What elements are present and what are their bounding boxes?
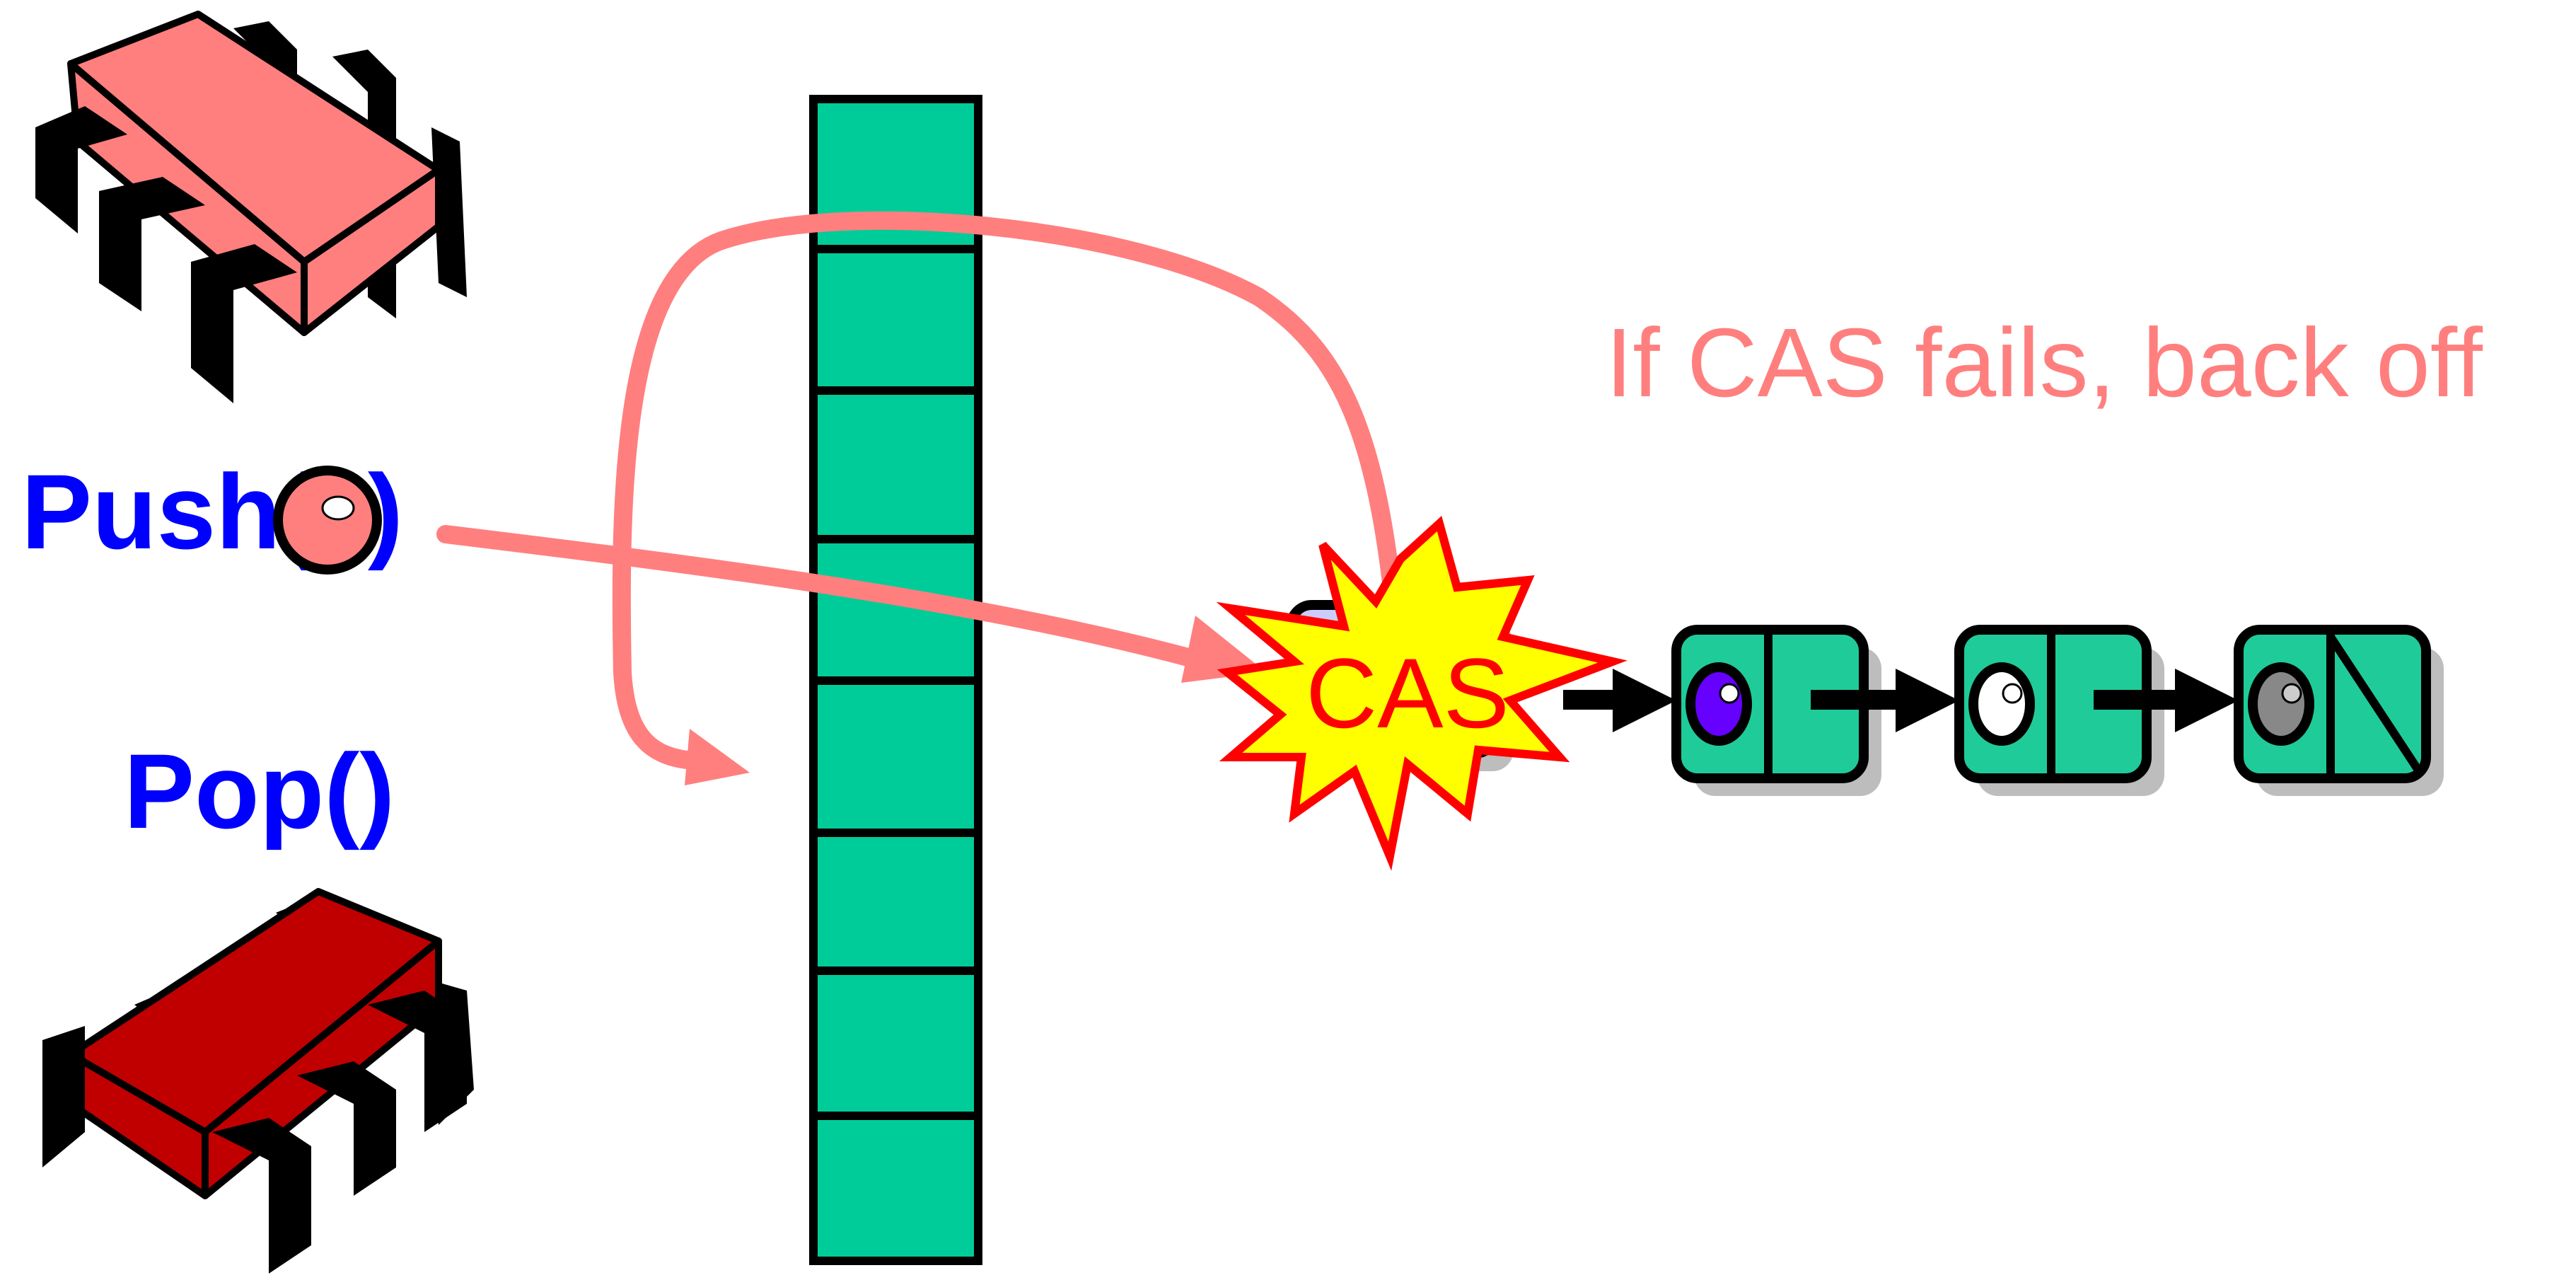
stack-node: [2234, 625, 2444, 796]
array-slot: [809, 676, 982, 837]
stack-node: [1671, 625, 1881, 796]
array-slot: [809, 1112, 982, 1265]
node-link-arrow: [1811, 669, 1959, 732]
elimination-array: [809, 95, 982, 1265]
backoff-arrowhead: [685, 729, 750, 785]
processor-chip-icon: [42, 888, 474, 1274]
push-label-close: ): [368, 452, 403, 571]
backoff-arrow: [612, 211, 1406, 770]
array-slot: [809, 245, 982, 395]
push-label: Push(: [21, 452, 316, 571]
backoff-note: If CAS fails, back off: [1606, 308, 2483, 417]
cas-label: CAS: [1306, 638, 1509, 749]
ball-icon: [273, 466, 382, 575]
explosion-burst-icon: [1216, 516, 1628, 871]
array-slot: [809, 386, 982, 543]
push-arrow: [436, 525, 1226, 674]
processor-chip-icon: [35, 11, 467, 403]
array-slot: [809, 829, 982, 975]
array-slot: [809, 967, 982, 1120]
stack-node: [1954, 625, 2164, 796]
node-link-arrow: [2094, 669, 2239, 732]
node-link-arrow: [1563, 669, 1676, 732]
pop-label: Pop(): [124, 732, 395, 850]
